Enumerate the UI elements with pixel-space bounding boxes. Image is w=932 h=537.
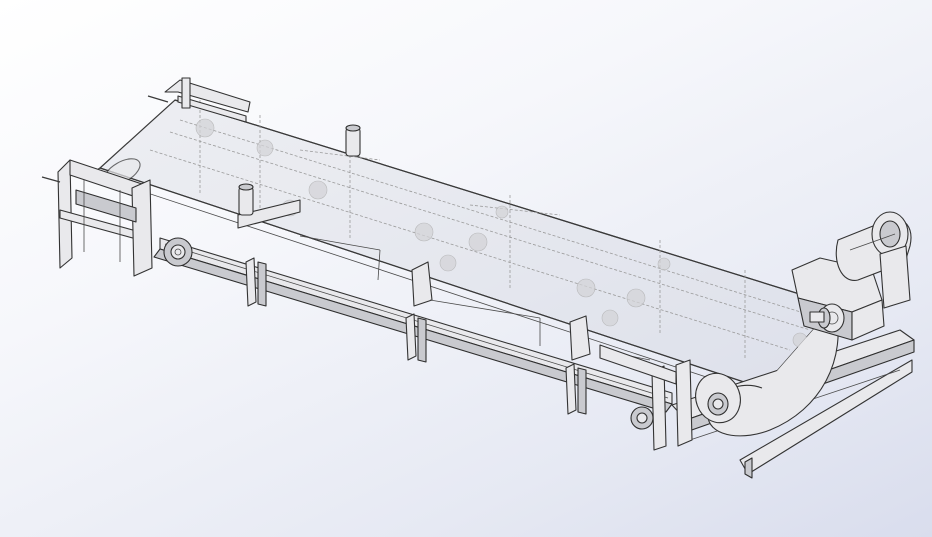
- head-bearing: [630, 406, 654, 430]
- take-up-bracket: [147, 77, 251, 123]
- drive-motor: [835, 211, 912, 309]
- head-end-frame: [599, 344, 693, 451]
- belt-standpipe-2: [345, 124, 361, 157]
- support-leg-2: [405, 261, 433, 363]
- head-pulley: [695, 304, 839, 437]
- shaft-coupling: [809, 307, 831, 329]
- support-leg-3: [565, 315, 591, 415]
- tail-end-frame: [41, 159, 153, 277]
- idler-rollers: [195, 118, 808, 348]
- support-leg-1: [237, 199, 301, 307]
- hidden-internal-frame: [149, 100, 821, 360]
- tail-bearing: [163, 237, 193, 267]
- belt-standpipe-1: [238, 183, 254, 216]
